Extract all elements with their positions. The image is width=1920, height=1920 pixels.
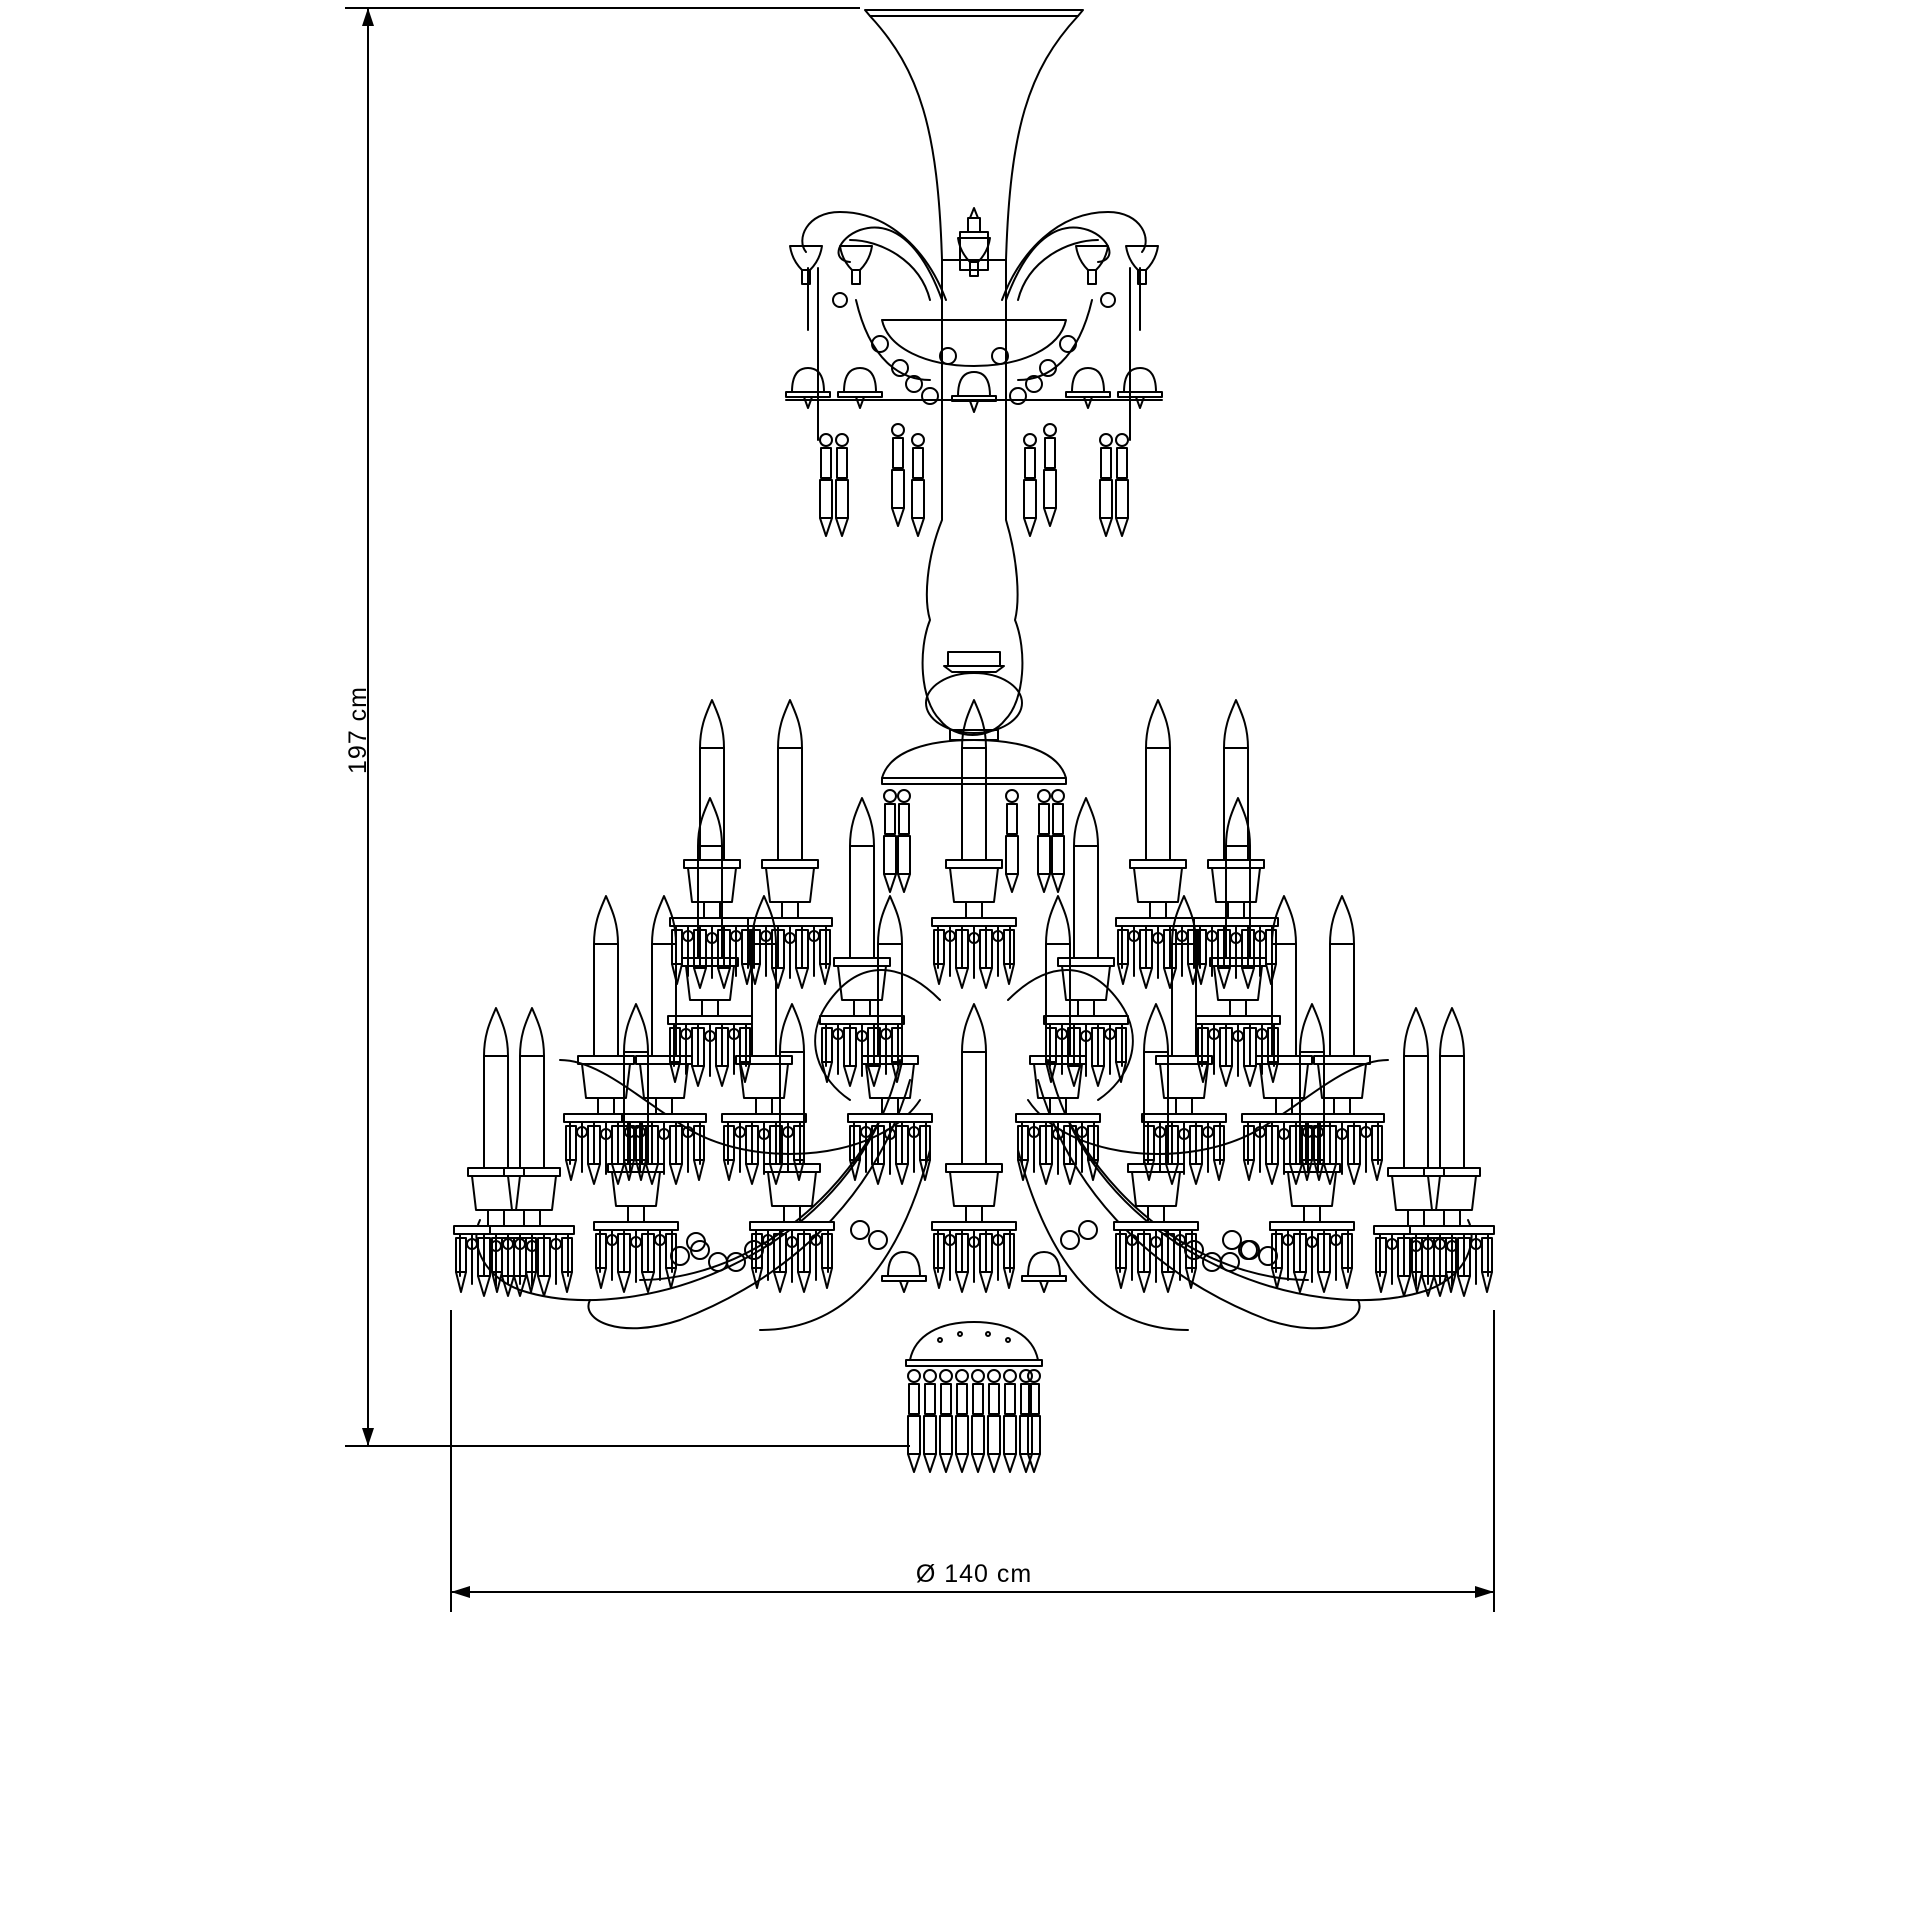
height-dimension: 197 cm: [344, 7, 910, 1447]
upper-tier: [785, 211, 1163, 537]
bottom-finial: [905, 1321, 1043, 1473]
diameter-label: Ø 140 cm: [916, 1560, 1032, 1588]
upper-stem: [864, 9, 1084, 741]
diameter-dimension: Ø 140 cm: [450, 1310, 1495, 1612]
central-canopy: [881, 739, 1067, 893]
height-label: 197 cm: [344, 686, 372, 774]
